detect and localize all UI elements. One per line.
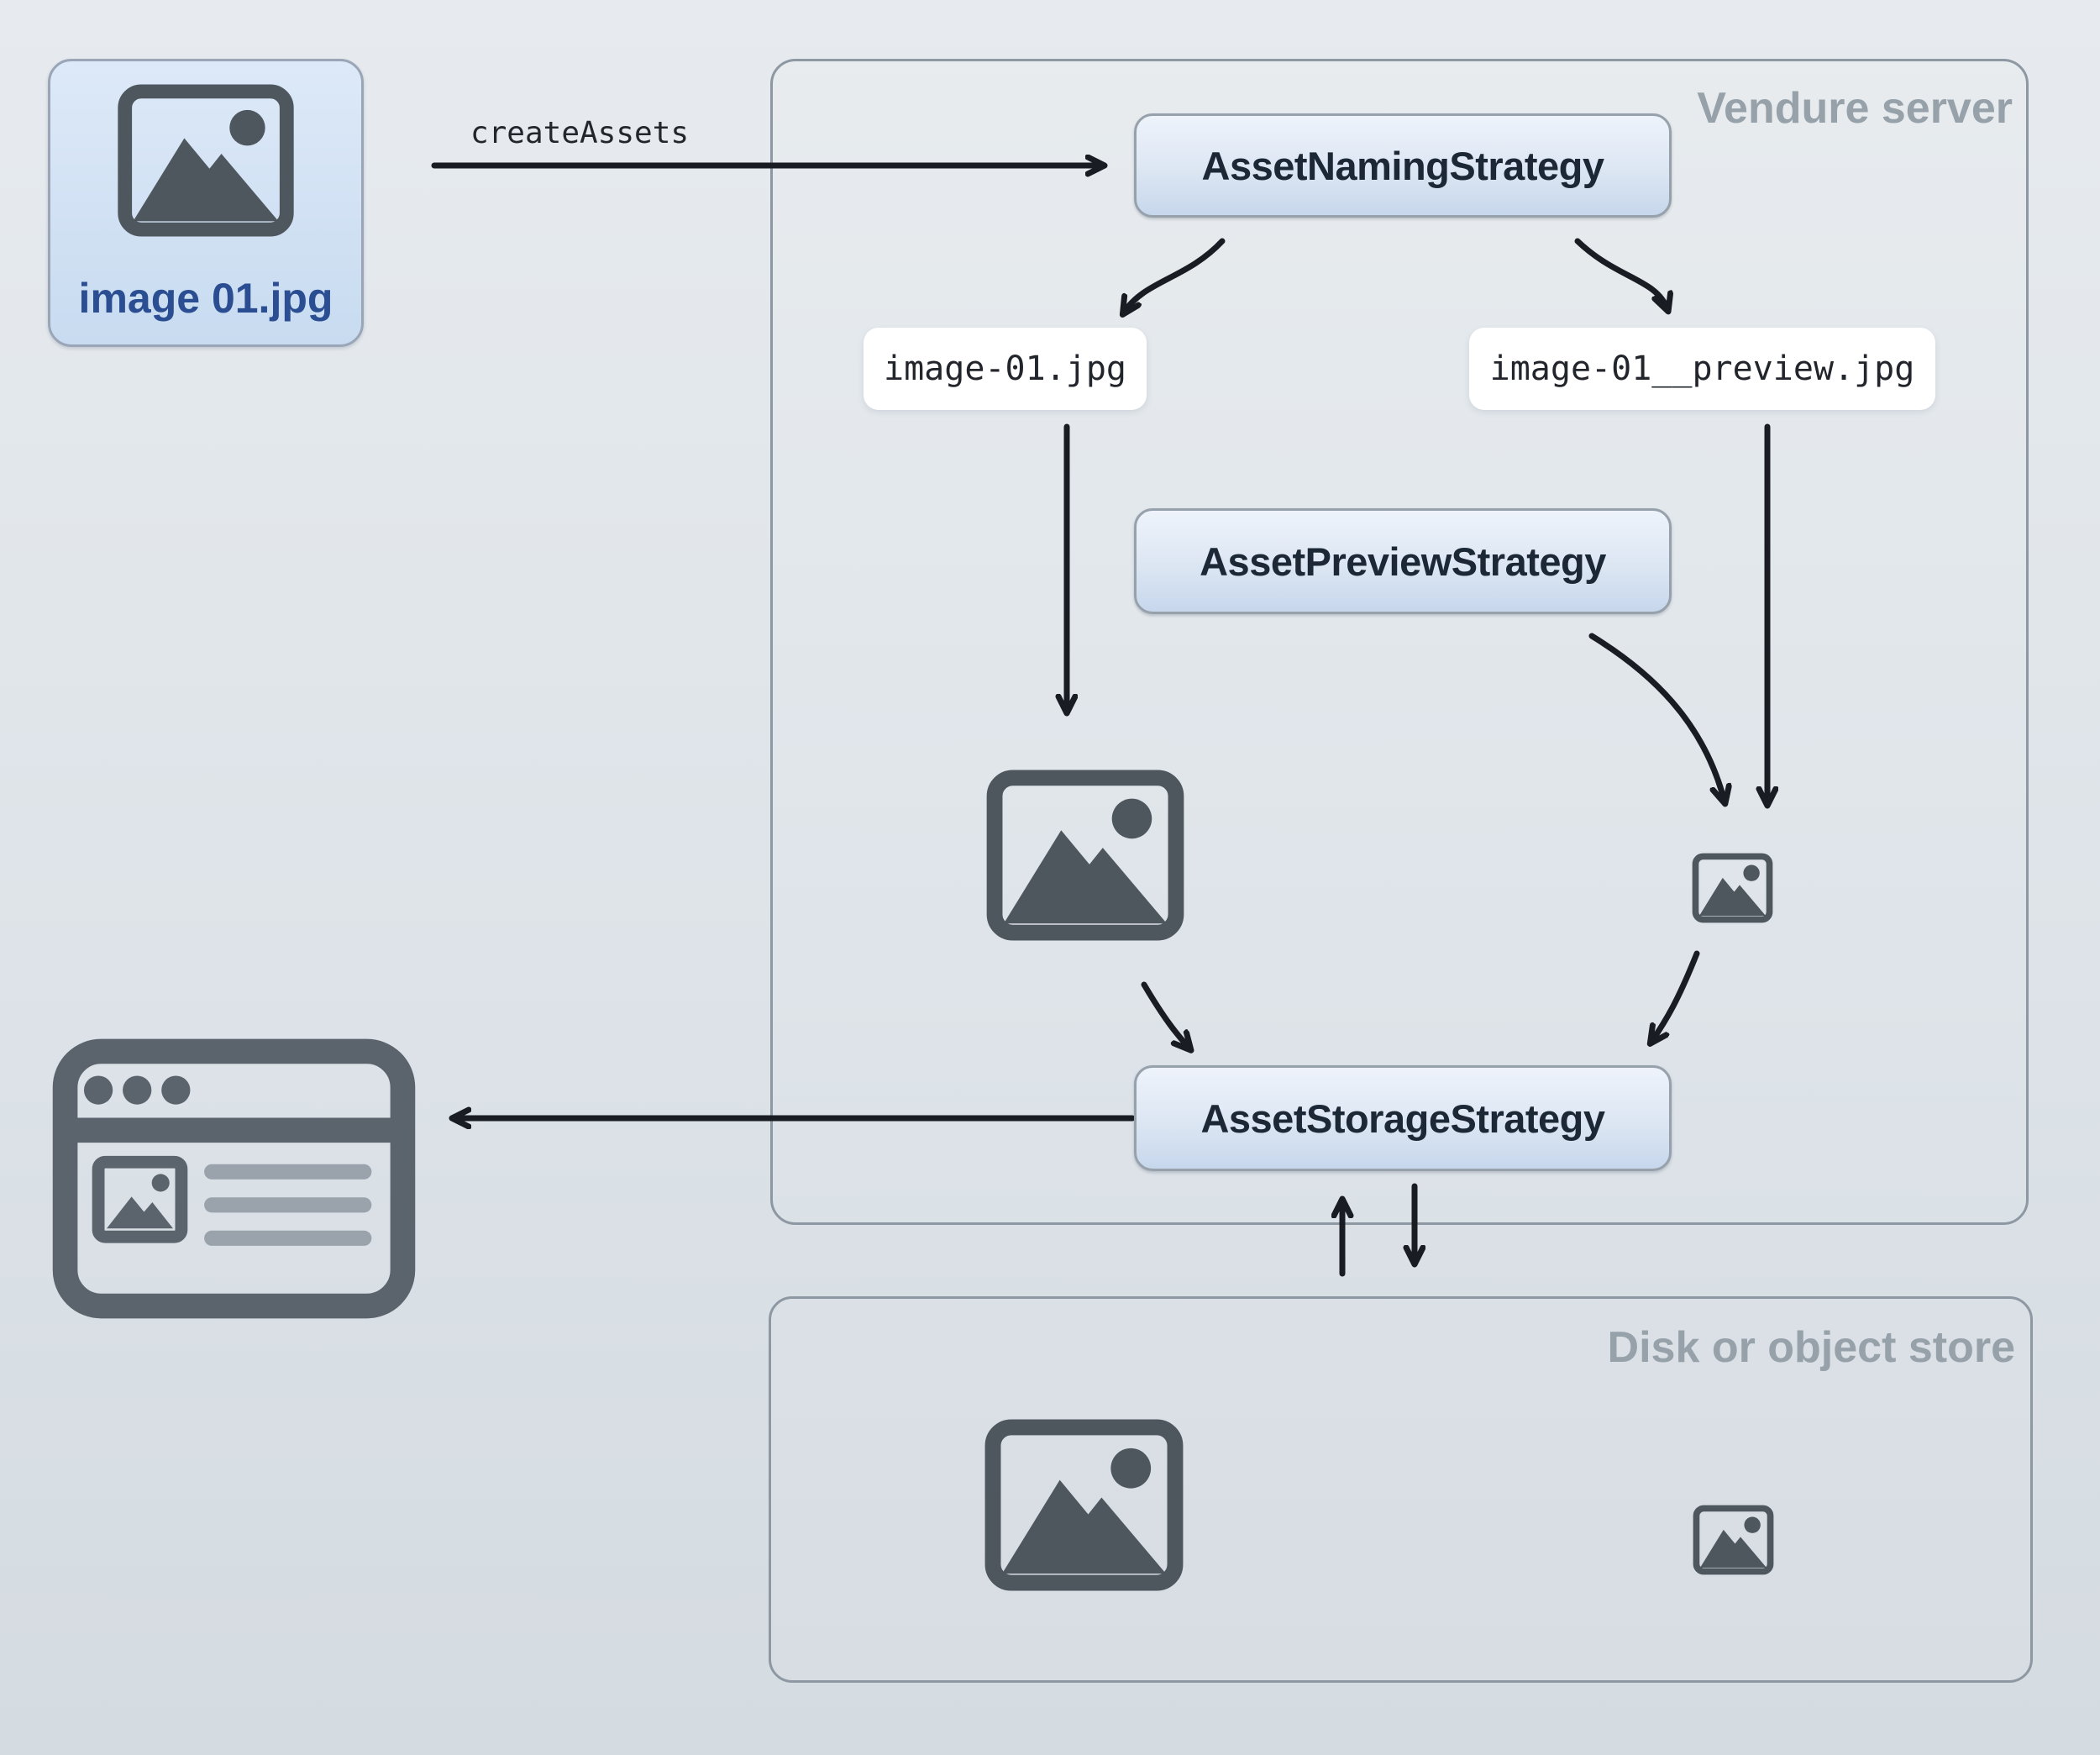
- create-assets-label: createAssets: [470, 116, 690, 150]
- node-asset-naming-strategy-label: AssetNamingStrategy: [1201, 143, 1604, 188]
- file-label-source: image-01.jpg: [864, 328, 1147, 410]
- image-icon-thumb-disk: [1693, 1504, 1774, 1576]
- file-label-preview-text: image-01__preview.jpg: [1489, 349, 1915, 388]
- image-icon-thumb-vendure: [1690, 853, 1775, 923]
- vendure-server-container: Vendure server: [770, 59, 2029, 1225]
- browser-icon: [50, 1038, 417, 1320]
- node-asset-storage-strategy-label: AssetStorageStrategy: [1200, 1096, 1605, 1141]
- node-asset-naming-strategy: AssetNamingStrategy: [1134, 113, 1672, 218]
- file-label-preview: image-01__preview.jpg: [1469, 328, 1935, 410]
- node-asset-preview-strategy-label: AssetPreviewStrategy: [1200, 539, 1606, 584]
- image-icon-large-disk: [983, 1418, 1185, 1592]
- source-asset-filename: image 01.jpg: [78, 275, 333, 322]
- source-asset-box: image 01.jpg: [48, 59, 364, 347]
- vendure-server-title: Vendure server: [1697, 84, 2013, 133]
- image-icon-large-vendure: [984, 769, 1187, 942]
- file-label-source-text: image-01.jpg: [884, 349, 1126, 388]
- node-asset-preview-strategy: AssetPreviewStrategy: [1134, 508, 1672, 614]
- node-asset-storage-strategy: AssetStorageStrategy: [1134, 1065, 1672, 1171]
- disk-store-title: Disk or object store: [1607, 1323, 2015, 1372]
- disk-store-container: Disk or object store: [769, 1296, 2033, 1683]
- image-icon-source: [117, 83, 295, 238]
